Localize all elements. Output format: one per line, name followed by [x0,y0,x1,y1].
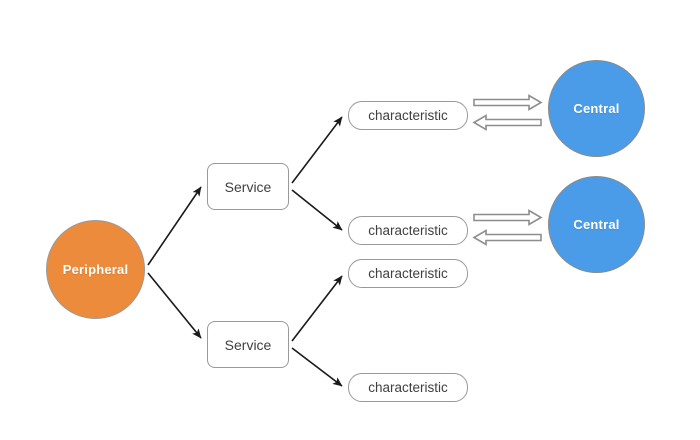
node-characteristic-1[interactable]: characteristic [348,101,468,130]
node-central-1-label: Central [573,101,620,116]
edge-service-1-to-characteristic-2 [291,189,343,231]
node-service-2[interactable]: Service [207,321,289,368]
node-service-1-label: Service [224,178,272,195]
node-characteristic-2-label: characteristic [368,222,448,238]
node-peripheral-label: Peripheral [62,262,129,277]
node-service-1[interactable]: Service [207,163,289,210]
node-characteristic-3[interactable]: characteristic [348,259,468,288]
node-characteristic-4[interactable]: characteristic [348,373,468,402]
block-arrow-right-1 [473,94,543,111]
block-arrow-left-1 [472,114,542,131]
node-service-2-label: Service [224,336,272,353]
node-central-2-label: Central [573,217,620,232]
node-characteristic-3-label: characteristic [368,265,448,281]
edge-service-2-to-characteristic-3 [291,275,343,342]
node-central-2[interactable]: Central [548,176,645,273]
block-arrow-pair-1 [472,94,543,131]
edge-peripheral-to-service-2 [147,272,202,339]
block-arrow-left-2 [472,229,542,246]
edge-peripheral-to-service-1 [147,186,202,266]
node-characteristic-1-label: characteristic [368,107,448,123]
node-peripheral[interactable]: Peripheral [46,220,145,319]
edge-service-1-to-characteristic-1 [291,116,343,184]
node-characteristic-4-label: characteristic [368,379,448,395]
node-central-1[interactable]: Central [548,60,645,157]
node-characteristic-2[interactable]: characteristic [348,216,468,245]
block-arrow-right-2 [473,209,543,226]
edge-service-2-to-characteristic-4 [291,347,343,387]
block-arrow-pair-2 [472,209,543,246]
